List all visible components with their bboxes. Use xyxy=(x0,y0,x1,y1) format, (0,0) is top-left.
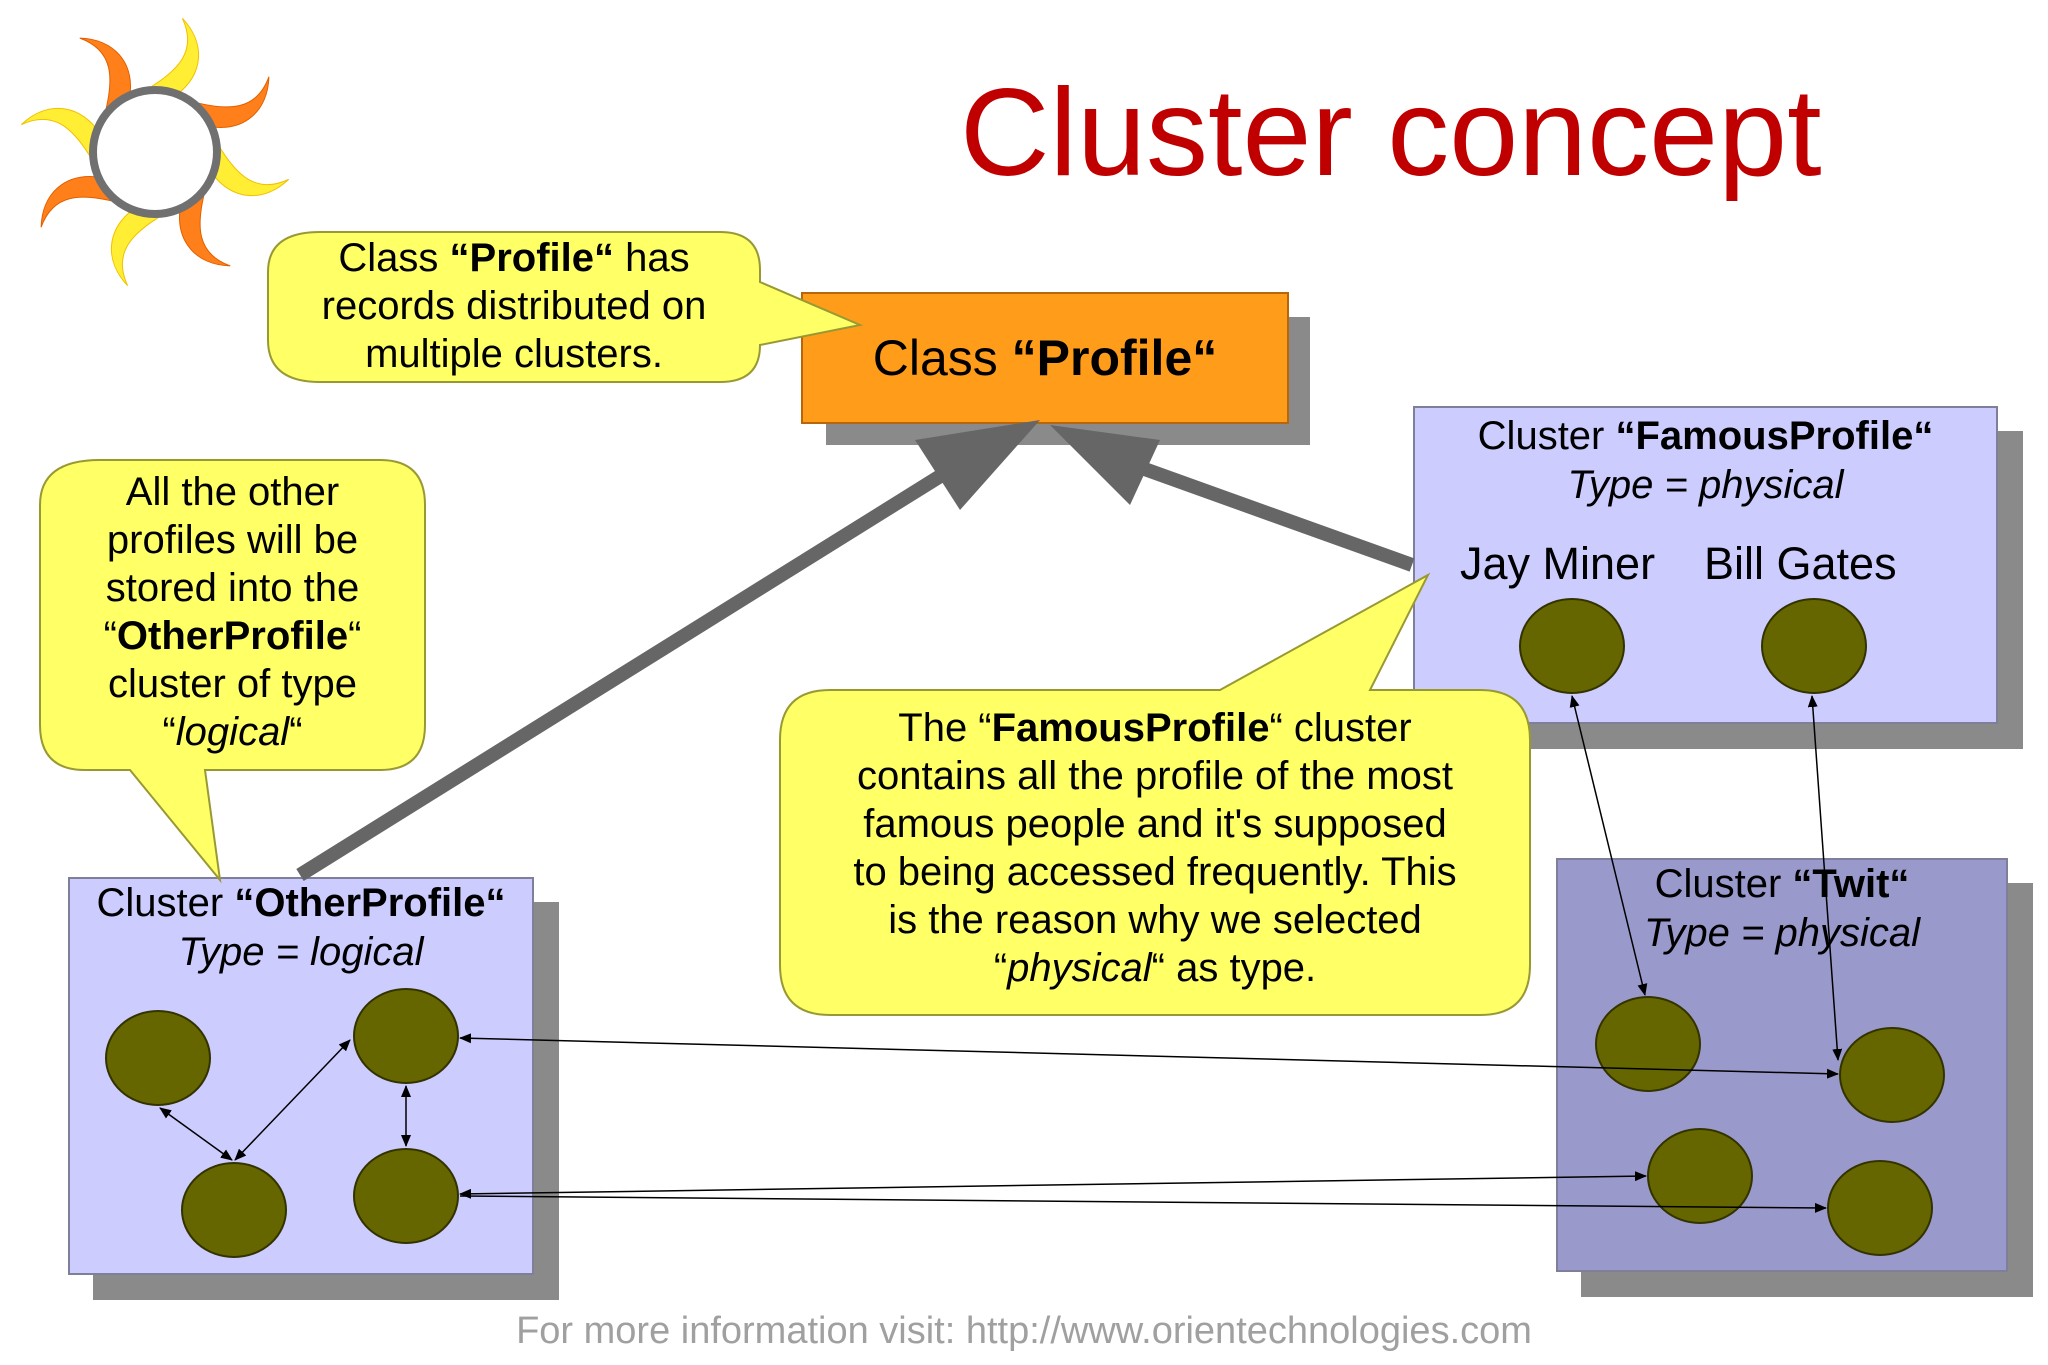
inheritance-arrow-other xyxy=(296,420,1040,881)
famous-cluster-title: Cluster “FamousProfile“ xyxy=(1477,414,1934,458)
record-other-3[interactable] xyxy=(181,1162,287,1258)
record-other-2[interactable] xyxy=(353,988,459,1084)
record-twit-4[interactable] xyxy=(1827,1160,1933,1256)
class-profile-box[interactable]: Class “Profile“ xyxy=(801,292,1289,424)
famous-cluster-type: Type = physical xyxy=(1567,463,1844,507)
link-other4-twit4 xyxy=(459,1195,1827,1213)
link-bill-to-twit xyxy=(1807,695,1843,1061)
record-other-4[interactable] xyxy=(353,1148,459,1244)
record-twit-2[interactable] xyxy=(1839,1027,1945,1123)
link-other3-other2 xyxy=(234,1039,351,1161)
record-twit-1[interactable] xyxy=(1595,996,1701,1092)
page-title: Cluster concept xyxy=(960,64,1822,202)
sun-logo xyxy=(20,17,290,287)
link-other1-other3 xyxy=(159,1107,233,1161)
cluster-famous-profile[interactable]: Cluster “FamousProfile“ Type = physical xyxy=(1413,406,1998,724)
link-other2-twit2 xyxy=(459,1033,1839,1079)
record-other-1[interactable] xyxy=(105,1010,211,1106)
class-box-name: “Profile“ xyxy=(1011,330,1218,386)
twit-cluster-type: Type = physical xyxy=(1643,911,1921,955)
class-box-prefix: Class xyxy=(872,330,1012,386)
callout-profile-text: Class “Profile“ has records distributed … xyxy=(321,236,707,376)
inheritance-arrow-famous xyxy=(1050,425,1415,572)
record-twit-3[interactable] xyxy=(1647,1128,1753,1224)
callout-famous-bubble xyxy=(779,572,1531,1016)
other-cluster-type: Type = logical xyxy=(178,930,424,974)
record-bill-gates[interactable] xyxy=(1761,598,1867,694)
record-label-bill-gates: Bill Gates xyxy=(1704,538,1897,589)
callout-profile-bubble xyxy=(267,231,864,383)
other-cluster-title: Cluster “OtherProfile“ xyxy=(96,881,506,925)
link-jay-to-twit xyxy=(1569,695,1648,996)
footer-link[interactable]: For more information visit: http://www.o… xyxy=(516,1310,1532,1352)
callout-famous-text: The “FamousProfile“ cluster contains all… xyxy=(853,706,1457,990)
callout-other-bubble xyxy=(39,459,426,884)
record-jay-miner[interactable] xyxy=(1519,598,1625,694)
record-label-jay-miner: Jay Miner xyxy=(1460,538,1656,589)
link-other4-twit3 xyxy=(459,1171,1647,1199)
callout-other-text: All the other profiles will be stored in… xyxy=(103,470,362,754)
